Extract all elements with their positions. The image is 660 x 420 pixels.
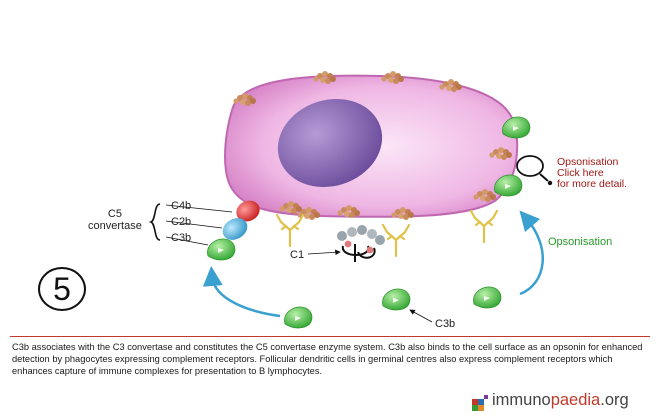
- c2b-label: C2b: [171, 216, 192, 228]
- c3b-label-left: C3b: [171, 232, 192, 244]
- magnifier-icon[interactable]: [516, 155, 553, 186]
- opsonisation-label: Opsonisation: [548, 236, 613, 248]
- c2b-component: [222, 218, 248, 240]
- logo-cube-icon: [472, 395, 488, 411]
- caption-divider: [10, 336, 650, 337]
- c1-label: C1: [290, 249, 305, 261]
- c1-complex: [337, 225, 385, 262]
- c4b-label: C4b: [171, 200, 192, 212]
- c5-convertase-label: C5 convertase: [88, 208, 142, 232]
- step-number-badge: 5: [38, 267, 86, 311]
- complement-diagram: [148, 71, 553, 329]
- logo-text: immunopaedia.org: [492, 391, 629, 409]
- c4b-component: [236, 200, 260, 222]
- c3b-label-bottom: C3b: [435, 318, 456, 330]
- opsonisation-detail-link[interactable]: Opsonisation Click here for more detail.: [557, 156, 628, 190]
- nucleus: [277, 98, 383, 188]
- caption-text: C3b associates with the C3 convertase an…: [12, 342, 643, 376]
